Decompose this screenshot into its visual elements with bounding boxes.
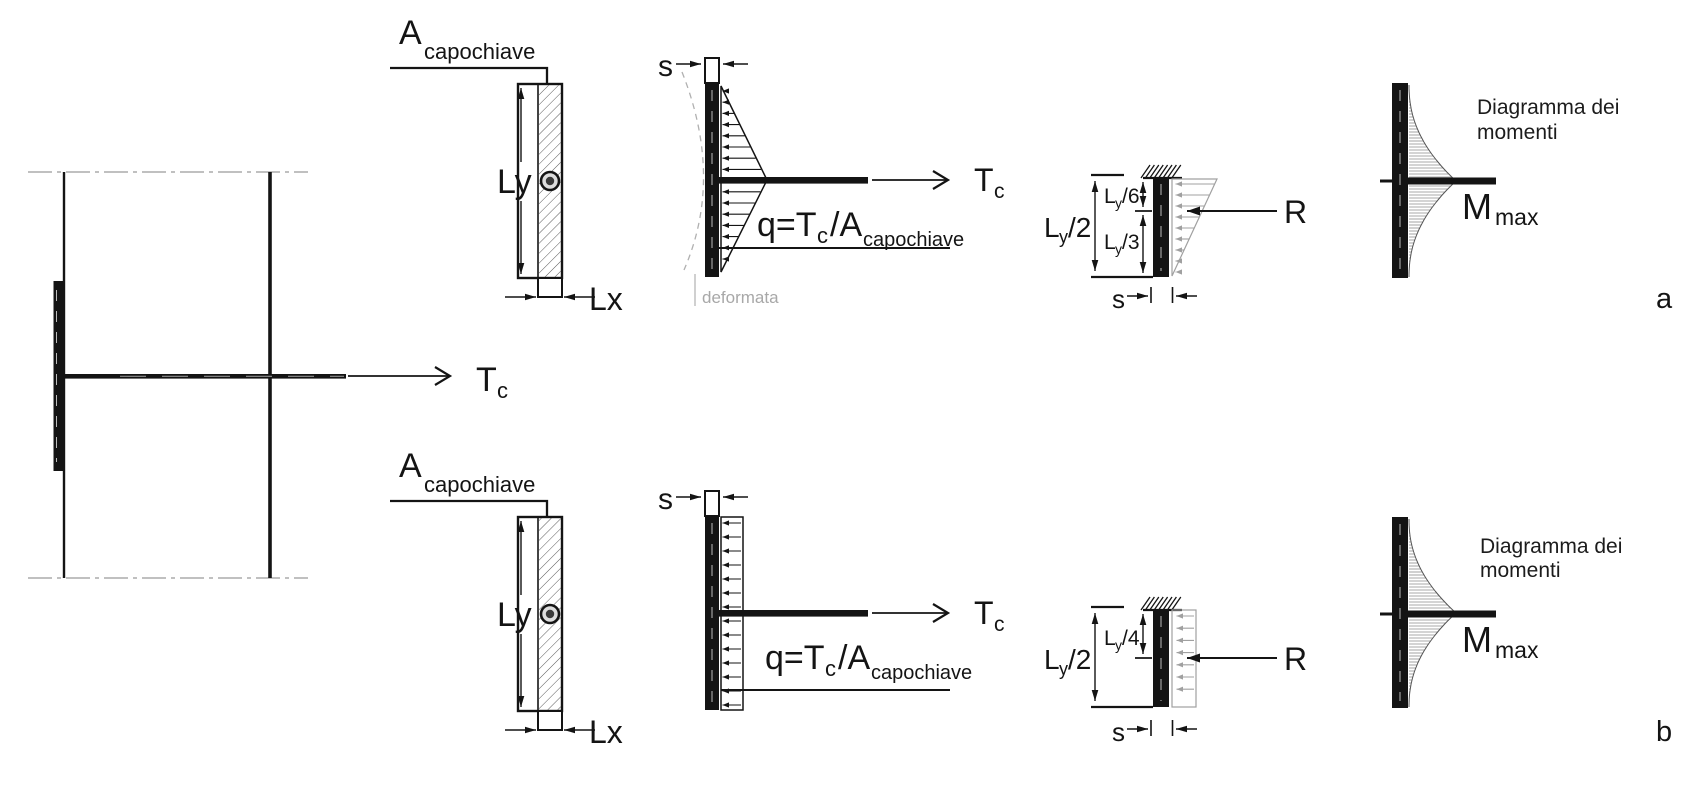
pressure-wedge	[1171, 178, 1218, 277]
q-formula-sub2: capochiave	[863, 229, 964, 251]
tie-force-label: T	[974, 162, 994, 198]
area-leader-line	[390, 66, 549, 87]
tie-rod	[719, 177, 868, 184]
deformata-label: deformata	[702, 288, 779, 307]
tie-force-label: T	[476, 361, 497, 399]
deformed-shape-curve	[681, 71, 705, 271]
thickness-label: s	[1112, 717, 1125, 747]
moment-diagram-b: M max Diagramma dei momenti	[1380, 517, 1622, 708]
dim-ly-half-frac: /2	[1068, 644, 1091, 675]
cantilever-model-b: R L y /2 L y /4 s	[1044, 596, 1307, 747]
plate-foot	[537, 710, 563, 731]
thickness-label: s	[658, 483, 673, 516]
pressure-arrows-gray	[1175, 181, 1215, 275]
dim-ly-third-sub: y	[1115, 241, 1122, 257]
fixed-support-hatch	[1140, 164, 1182, 179]
tie-force-label-sub: c	[497, 378, 508, 403]
dim-ly-quarter-frac: /4	[1122, 627, 1140, 650]
dim-ly-sixth-frac: /6	[1122, 185, 1140, 208]
plate-section-cap	[704, 57, 720, 84]
q-formula: q=T	[757, 206, 817, 244]
tie-rod-plan	[58, 374, 346, 379]
q-formula-mid: /A	[838, 639, 870, 677]
area-leader-line	[390, 499, 549, 520]
tie-force-label-sub: c	[994, 613, 1005, 636]
moment-diagram-a: M max Diagramma dei momenti	[1380, 83, 1619, 278]
cantilever-model-a: R L y /2 L y /6 L y /3 s	[1044, 164, 1307, 314]
m-max-label: M	[1462, 186, 1492, 227]
dim-ly-quarter-sub: y	[1115, 637, 1122, 653]
q-formula-sub1: c	[817, 223, 828, 248]
dim-ly-half-frac: /2	[1068, 212, 1091, 243]
dim-ly-third-frac: /3	[1122, 231, 1140, 254]
pressure-arrows	[722, 520, 741, 708]
area-label-sub: capochiave	[424, 39, 535, 64]
tie-force-label: T	[974, 595, 994, 631]
q-formula: q=T	[765, 639, 825, 677]
anchor-plate-elevation-a: A capochiave Ly Lx	[390, 14, 623, 317]
area-label: A	[399, 14, 422, 52]
q-formula-sub2: capochiave	[871, 662, 972, 684]
plate-width-label: Lx	[589, 714, 623, 750]
m-max-label-sub: max	[1495, 204, 1539, 230]
tie-rod	[719, 610, 868, 617]
tie-rod	[1408, 610, 1496, 618]
q-formula-mid: /A	[830, 206, 862, 244]
dim-ly-third: L	[1104, 231, 1116, 254]
thickness-label: s	[658, 50, 673, 83]
m-max-label-sub: max	[1495, 637, 1539, 663]
plate-width-label: Lx	[589, 281, 623, 317]
moment-title-line2: momenti	[1480, 559, 1561, 582]
plan-view: T c	[28, 171, 508, 579]
moment-title-line2: momenti	[1477, 121, 1558, 144]
bearing-pressure-b: s T c q=T c /A capochiave	[658, 483, 1005, 711]
area-label-sub: capochiave	[424, 472, 535, 497]
q-formula-sub1: c	[825, 656, 836, 681]
area-label: A	[399, 447, 422, 485]
moment-title-line1: Diagramma dei	[1477, 96, 1619, 119]
bearing-pressure-a: s T c q=T c /A capochiave deformata	[658, 50, 1005, 307]
thickness-label: s	[1112, 284, 1125, 314]
plate-height-label: Ly	[497, 596, 532, 634]
m-max-label: M	[1462, 619, 1492, 660]
moment-fill	[1408, 85, 1457, 277]
plate-foot	[537, 277, 563, 298]
tie-rod	[1408, 177, 1496, 185]
resultant-label: R	[1284, 194, 1307, 230]
fixed-support-hatch	[1140, 596, 1182, 611]
pressure-arrows-gray	[1176, 613, 1194, 692]
plate-height-label: Ly	[497, 163, 532, 201]
dim-ly-quarter: L	[1104, 627, 1116, 650]
dim-ly-half: L	[1044, 212, 1060, 243]
dim-ly-half: L	[1044, 644, 1060, 675]
moment-title-line1: Diagramma dei	[1480, 535, 1622, 558]
panel-letter-a: a	[1656, 283, 1673, 315]
dim-ly-half-sub: y	[1059, 227, 1068, 247]
dim-ly-half-sub: y	[1059, 659, 1068, 679]
anchor-plate-elevation-b: A capochiave Ly Lx	[390, 447, 623, 750]
resultant-label: R	[1284, 641, 1307, 677]
dim-ly-sixth-sub: y	[1115, 195, 1122, 211]
dim-ly-sixth: L	[1104, 185, 1116, 208]
plate-section-cap	[704, 490, 720, 517]
tie-force-label-sub: c	[994, 180, 1005, 203]
panel-letter-b: b	[1656, 716, 1672, 748]
